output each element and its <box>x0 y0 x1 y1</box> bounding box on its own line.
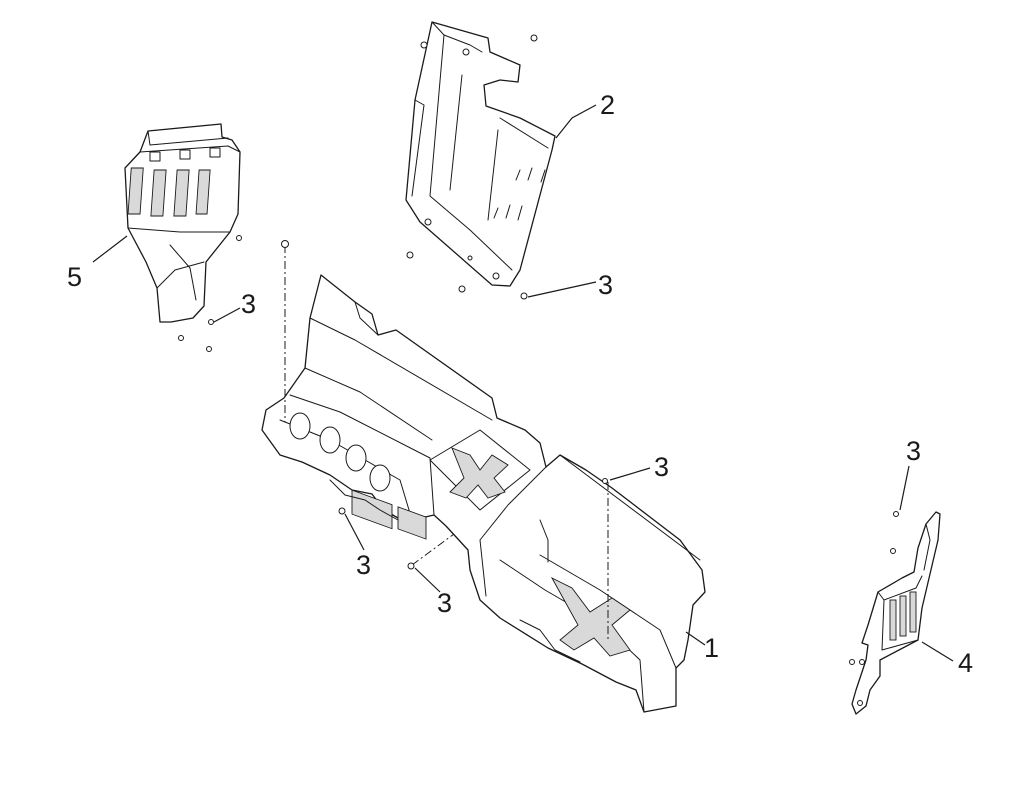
part-1-center-skid-plate <box>261 274 706 713</box>
callout-leader-lines <box>92 104 954 662</box>
callout-3-center-left: 3 <box>356 550 371 580</box>
callout-5: 5 <box>67 262 82 292</box>
callout-3-center-right: 3 <box>654 452 669 482</box>
callout-3-part5: 3 <box>241 289 256 319</box>
callout-1: 1 <box>704 633 719 663</box>
callout-3-center-bottom: 3 <box>437 588 452 618</box>
part-5-front-skid-plate <box>124 123 242 352</box>
callout-3-part4: 3 <box>906 436 921 466</box>
part-2-floor-panel <box>405 21 556 300</box>
part-4-side-guard <box>849 511 941 715</box>
callout-labels: 5 2 3 3 3 3 3 1 3 4 <box>67 90 973 678</box>
callout-3-part2: 3 <box>598 270 613 300</box>
fastener-alignment-lines <box>281 240 609 640</box>
callout-4: 4 <box>958 648 973 678</box>
callout-2: 2 <box>600 90 615 120</box>
